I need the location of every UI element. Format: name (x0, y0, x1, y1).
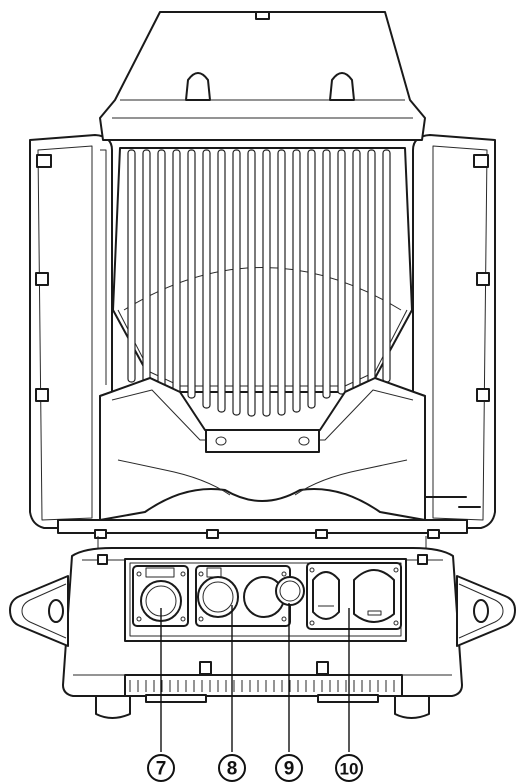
callout-8: 8 (218, 754, 246, 782)
callout-7: 7 (147, 754, 175, 782)
yoke-base-flange (57, 519, 468, 548)
leader-lines (160, 603, 350, 752)
head-top-cover (99, 11, 426, 141)
callout-7-label: 7 (156, 759, 167, 780)
right-yoke-arm (412, 134, 496, 529)
fuse-holder (275, 576, 305, 606)
right-carry-handle (456, 575, 516, 647)
callout-9: 9 (275, 754, 303, 782)
heat-sink-fins (127, 149, 391, 417)
power-connectors (306, 562, 402, 630)
connector-panel (124, 558, 407, 642)
base-feet (95, 695, 430, 719)
heat-sink (112, 147, 413, 417)
left-carry-handle (9, 575, 69, 647)
callout-10-label: 10 (340, 760, 359, 779)
yoke-bridge (99, 377, 426, 521)
left-yoke-arm (29, 134, 113, 529)
network-connector (132, 565, 189, 627)
callout-10: 10 (335, 754, 363, 782)
callout-9-label: 9 (284, 759, 295, 780)
callout-8-label: 8 (227, 759, 238, 780)
